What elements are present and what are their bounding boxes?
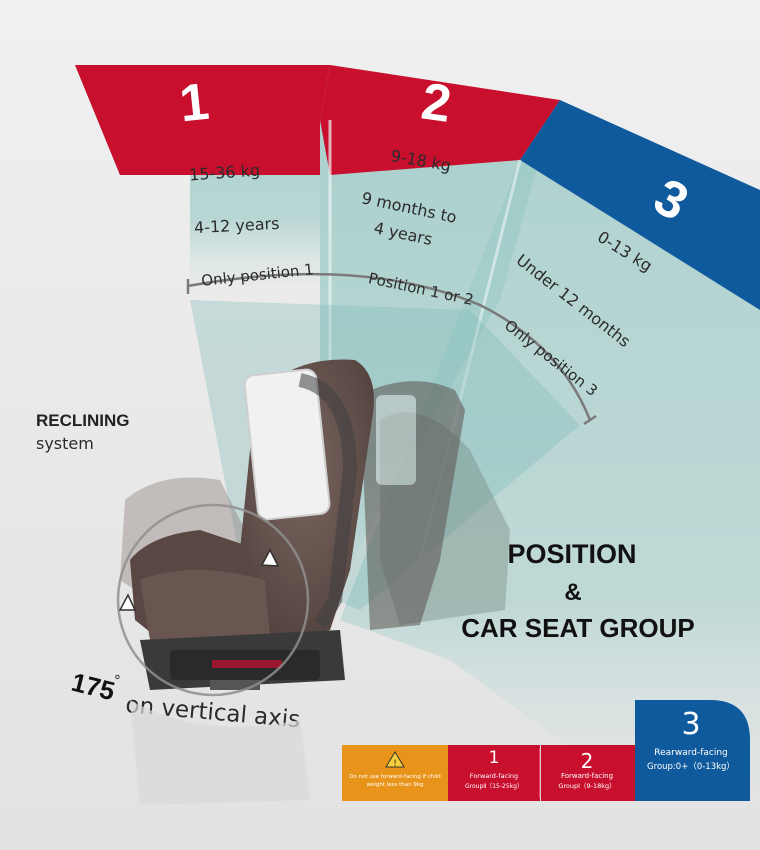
legend-item-2-box <box>541 745 635 801</box>
legend: ! Do not use forward-facing if child wei… <box>342 700 750 801</box>
warning-line2: weight less than 9kg <box>366 782 423 788</box>
legend-item-1-box <box>448 745 540 801</box>
car-seat-ghost-position-2 <box>360 381 465 630</box>
legend-item-1-number: 1 <box>489 748 500 768</box>
warning-line1: Do not use forward-facing if child <box>349 774 441 780</box>
legend-item-2-line2: GroupⅠ（9-18kg） <box>558 782 615 790</box>
reclining-subtitle: system <box>36 434 94 453</box>
heading-line3: CAR SEAT GROUP <box>461 613 695 643</box>
arc-end-tick <box>583 414 597 426</box>
legend-item-1-line1: Forward-facing <box>470 772 518 780</box>
legend-item-3-line2: Group:0+（0-13kg） <box>647 761 735 772</box>
rotation-degree-mark: ° <box>111 672 122 689</box>
fan-zone-1-band <box>75 65 330 175</box>
fan-zone-3-band <box>520 100 760 310</box>
floor-reflection <box>130 700 310 805</box>
legend-item-3-number: 3 <box>681 707 700 742</box>
heading-line1: POSITION <box>507 539 636 569</box>
rotation-arrow-left-icon <box>118 593 137 611</box>
legend-item-1-line2: GroupⅡ（15-25kg） <box>465 783 523 790</box>
position-arc <box>187 272 592 421</box>
zone-1-age: 4-12 years <box>194 214 280 237</box>
legend-item-3-box <box>635 700 750 801</box>
legend-item-3-line1: Rearward-facing <box>654 748 728 758</box>
legend-item-2-line1: Forward-facing <box>561 772 613 780</box>
fan-zone-3 <box>340 160 760 790</box>
legend-item-2-number: 2 <box>581 749 594 773</box>
fan-zone-2-band <box>320 65 560 175</box>
warning-icon <box>385 751 405 768</box>
svg-text:!: ! <box>393 759 397 769</box>
rotation-circle <box>116 503 310 697</box>
zone-1-number: 1 <box>177 73 212 134</box>
car-seat <box>130 359 374 690</box>
reclining-title: RECLINING <box>36 411 130 430</box>
rotation-arrow-right-icon <box>260 548 280 567</box>
zone-1-weight: 15-36 kg <box>189 161 261 185</box>
heading-line2: & <box>564 579 581 606</box>
